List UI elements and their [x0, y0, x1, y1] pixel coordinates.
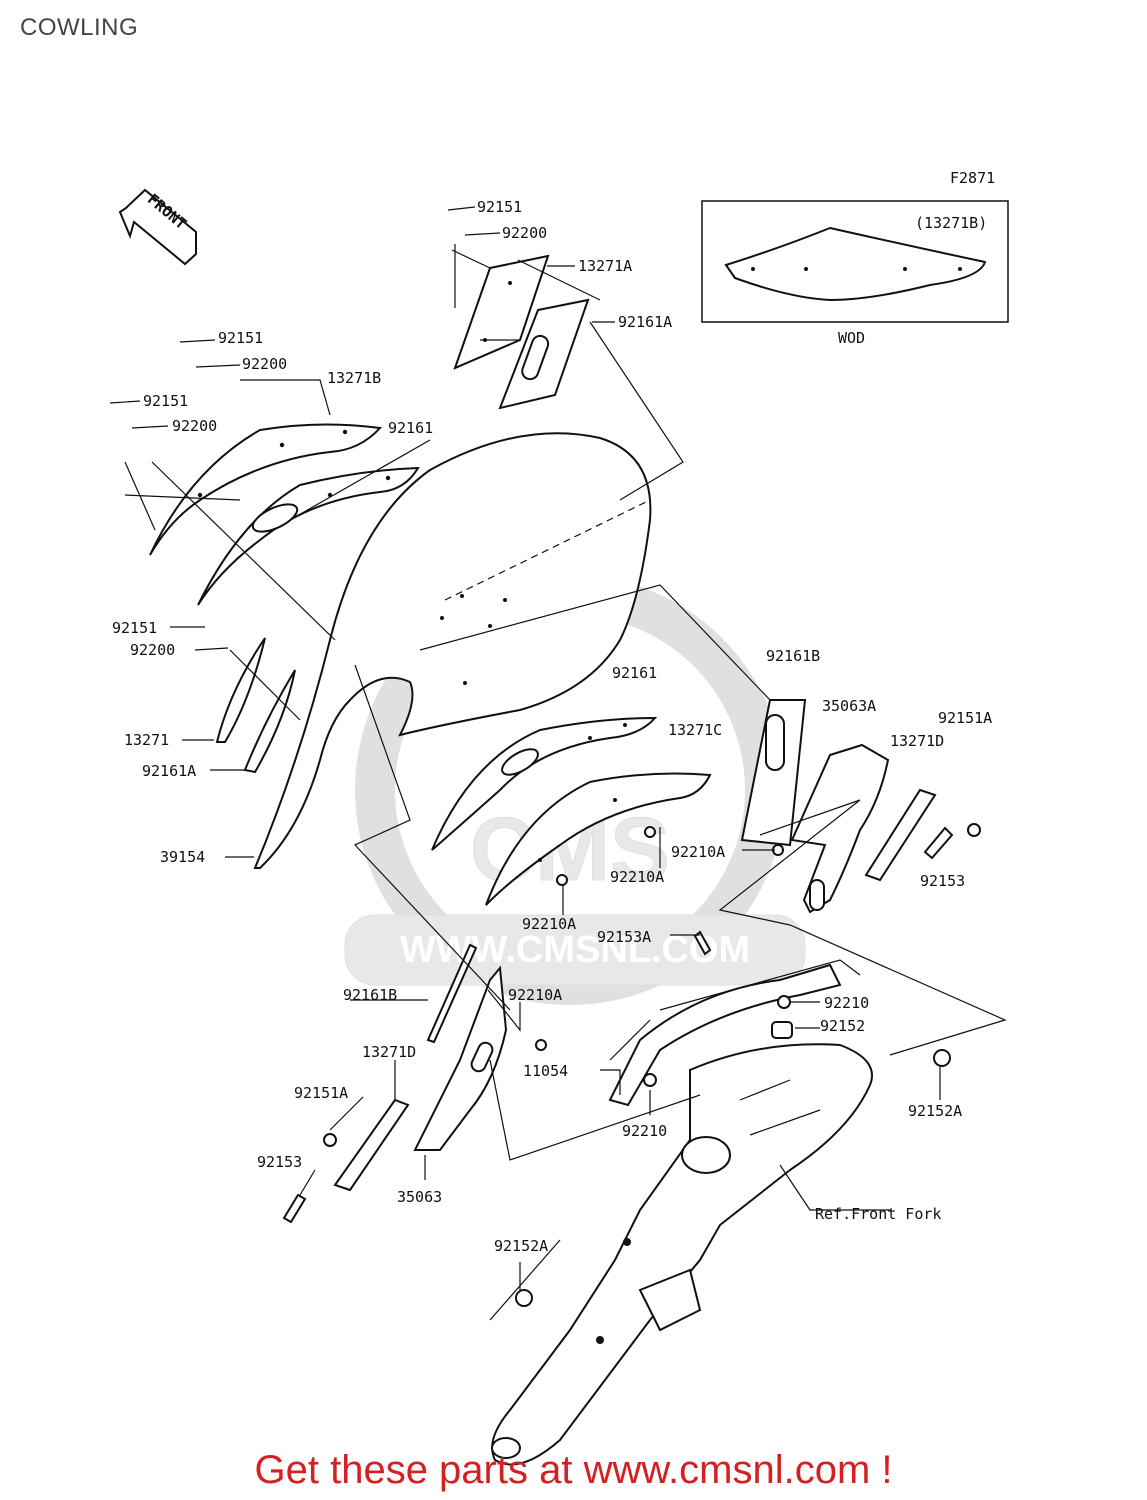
- front-arrow-icon: FRONT: [118, 188, 197, 266]
- label-92200: 92200: [242, 355, 287, 373]
- plate-92161a-top: [498, 298, 590, 410]
- label-92210a: 92210A: [671, 843, 725, 861]
- windshield-39154: [253, 432, 652, 869]
- label-92151: 92151: [477, 198, 522, 216]
- label-ref-front-fork: Ref.Front Fork: [815, 1205, 941, 1223]
- label-92153: 92153: [920, 872, 965, 890]
- label-11054: 11054: [523, 1062, 568, 1080]
- bracket-13271d-right: [864, 788, 937, 882]
- label-13271: 13271: [124, 731, 169, 749]
- deflector-13271-left: [215, 637, 296, 774]
- label-35063a: 35063A: [822, 697, 876, 715]
- label-92200: 92200: [130, 641, 175, 659]
- bracket-13271d-left: [333, 1098, 410, 1192]
- bracket-35063: [413, 965, 508, 1151]
- inset-variant-box: (13271B) WOD: [701, 200, 1009, 347]
- label-92210a: 92210A: [610, 868, 664, 886]
- inset-part-label: (13271B): [915, 214, 987, 232]
- plate-92161b-left: [426, 943, 478, 1044]
- label-92151a: 92151A: [294, 1084, 348, 1102]
- label-92152a: 92152A: [494, 1237, 548, 1255]
- label-92151a: 92151A: [938, 709, 992, 727]
- label-13271a: 13271A: [578, 257, 632, 275]
- label-13271d: 13271D: [362, 1043, 416, 1061]
- label-92153a: 92153A: [597, 928, 651, 946]
- deflector-13271b: [149, 423, 383, 556]
- nuts-92210a: [556, 826, 784, 886]
- page-title: COWLING: [20, 14, 139, 41]
- label-92151: 92151: [218, 329, 263, 347]
- label-92151: 92151: [112, 619, 157, 637]
- label-92152a: 92152A: [908, 1102, 962, 1120]
- label-13271c: 13271C: [668, 721, 722, 739]
- label-92210: 92210: [622, 1122, 667, 1140]
- figure-code: F2871: [950, 169, 995, 187]
- label-92152: 92152: [820, 1017, 865, 1035]
- label-92161a: 92161A: [142, 762, 196, 780]
- label-39154: 39154: [160, 848, 205, 866]
- label-92161b: 92161B: [766, 647, 820, 665]
- front-fork: [491, 1043, 873, 1466]
- bracket-35063a: [790, 743, 890, 914]
- footer-link[interactable]: Get these parts at www.cmsnl.com !: [254, 1448, 893, 1492]
- label-35063: 35063: [397, 1188, 442, 1206]
- label-92210: 92210: [824, 994, 869, 1012]
- label-13271b: 13271B: [327, 369, 381, 387]
- plate-92161b-right: [740, 699, 807, 847]
- inset-caption: WOD: [838, 329, 865, 347]
- label-92161: 92161: [612, 664, 657, 682]
- leader-lines: [109, 206, 1007, 1321]
- label-92151: 92151: [143, 392, 188, 410]
- label-92161a: 92161A: [618, 313, 672, 331]
- label-92200: 92200: [172, 417, 217, 435]
- label-92210a: 92210A: [522, 915, 576, 933]
- watermark-url: WWW.CMSNL.COM: [400, 929, 750, 971]
- label-92200: 92200: [502, 224, 547, 242]
- label-92161b: 92161B: [343, 986, 397, 1004]
- label-92153: 92153: [257, 1153, 302, 1171]
- stay-11054: [515, 930, 951, 1307]
- part-labels: 92151 92200 13271A 92161A 92151 92200 13…: [112, 198, 992, 1255]
- label-92161: 92161: [388, 419, 433, 437]
- plate-92161-mid: [431, 716, 658, 851]
- deflector-13271c: [485, 772, 712, 906]
- bolts-left: [282, 1039, 547, 1224]
- label-13271d: 13271D: [890, 732, 944, 750]
- plate-92161: [197, 466, 420, 606]
- bolts-right: [923, 823, 981, 860]
- label-92210a: 92210A: [508, 986, 562, 1004]
